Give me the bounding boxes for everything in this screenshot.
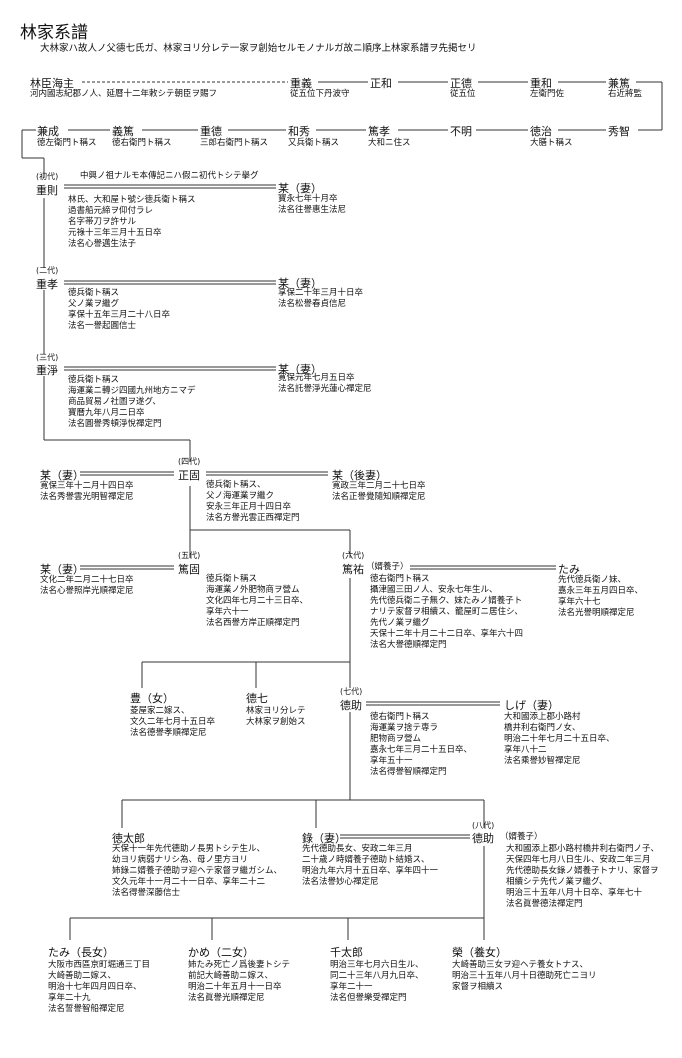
spouse-name: しげ（妻）	[504, 699, 559, 712]
spouse-desc: 寛保元年七月五日卒 法名託譽淨光蓮心禪定尼	[278, 373, 372, 395]
person-desc: 徳兵衛ト稱ス 父ノ業ヲ繼グ 享保十五年三月二十八日卒 法名一譽起圓信士	[68, 288, 171, 332]
person-tag: （婿養子）	[366, 562, 409, 572]
child-name: たみ（長女）	[48, 946, 114, 959]
person-desc: 徳右衛門ト稱ス 攝津國三田ノ人、安永七年生ル、 先代徳兵衛ニ子無ク、妹たみノ婿養…	[370, 574, 524, 651]
ancestor-desc: 大膳ト稱ス	[530, 138, 573, 148]
child-name: かめ（二女）	[188, 946, 254, 959]
ancestor-desc: 右近將監	[608, 89, 643, 99]
ancestor-name: 篤孝	[368, 125, 390, 138]
ancestor-desc: 三郎右衛門ト稱ス	[200, 138, 269, 148]
spouse-desc: 先代德助長女、安政二年三月 二十歳ノ時婿養子德助ト結婚ス、 明治九年六月十五日卒…	[302, 844, 439, 888]
sibling-name: 豊（女）	[130, 692, 174, 705]
spouse-name: 某（後妻）	[332, 469, 387, 482]
person-name: 重則	[36, 184, 58, 197]
person-name: 德助	[472, 832, 494, 845]
person-desc: 徳兵衛ト稱ス 海運業ノ外肥物商ヲ營ム 文化四年七月二十三日卒、 享年六十一 法名…	[206, 574, 309, 629]
ancestor-desc: 大和ニ住ス	[368, 138, 411, 148]
spouse-name: 某（妻）	[40, 563, 84, 576]
sibling-desc: 菱屋家二嫁ス、 文久二年七月十五日卒 法名德譽孝順禪定尼	[130, 706, 216, 739]
ancestor-desc: 又兵衛ト稱ス	[288, 138, 340, 148]
person-tag: （婿養子）	[500, 832, 543, 842]
ancestor-name: 秀智	[608, 125, 630, 138]
person-name: 正固	[178, 469, 200, 482]
generation-label: (六代)	[342, 551, 365, 560]
ancestor-name: 和秀	[288, 125, 310, 138]
page-subtitle: 大林家ハ故人ノ父德七氏ガ、林家ヨリ分レテ一家ヲ創始セルモノナルガ故ニ順序上林家系…	[40, 43, 477, 54]
ancestor-desc: 河内國志紀郡ノ人、延暦十二年敕シテ朝臣ヲ賜フ	[30, 89, 218, 99]
ancestor-name: 正德	[450, 77, 472, 90]
child-desc: 大崎善助三女ヲ迎ヘテ養女トナス、 明治三十五年八月十日德助死亡ニヨリ 家督ヲ相續…	[452, 960, 597, 993]
child-desc: 大阪市西區京町堀通三丁目 大崎善助二嫁ス、 明治十七年四月四日卒、 享年二十九 …	[48, 960, 151, 1015]
sibling-desc: 天保十一年先代德助ノ長男トシテ生ル、 幼ヨリ病弱ナリシ為、母ノ里方ヨリ 姉錄ニ婿…	[112, 844, 283, 899]
ancestor-name: 不明	[450, 125, 472, 138]
ancestor-name: 正和	[370, 77, 392, 90]
ancestor-name: 兼成	[37, 125, 59, 138]
generation-label: (初代)	[36, 172, 59, 181]
ancestor-desc: 従五位	[450, 89, 476, 99]
child-name: 榮（養女）	[452, 946, 507, 959]
spouse-desc: 寛保三年十二月十四日卒 法名秀譽雲光明智禪定尼	[40, 481, 134, 503]
child-desc: 姉たみ死亡ノ爲後妻トシテ 前記大崎善助ニ嫁ス、 明治二十年五月十一日卒 法名眞譽…	[188, 960, 291, 1004]
spouse-name: 某（妻）	[278, 182, 322, 195]
person-name: 德助	[340, 699, 362, 712]
spouse-desc: 先代徳兵衛ノ妹、 嘉永三年五月四日卒、 享年六十七 法名光譽明順禪定尼	[558, 575, 644, 619]
spouse-name: 某（妻）	[40, 469, 84, 482]
person-note: 中興ノ祖ナルモ本傳記ニハ假ニ初代トシテ擧グ	[80, 171, 259, 181]
child-desc: 明治三年七月六日生ル、 同二十三年八月九日卒、 享年二十一 法名但譽樂受禪定門	[330, 960, 424, 1004]
spouse-name: たみ	[558, 563, 580, 576]
person-name: 篤祐	[342, 563, 364, 576]
ancestor-name: 重和	[530, 77, 552, 90]
generation-label: (三代)	[36, 353, 59, 362]
person-desc: 徳兵衛ト稱ス 海運業ニ轉ジ四國九州地方ニマデ 商品貿易ノ社圖ヲ遂グ、 寶曆九年八…	[68, 375, 196, 430]
ancestor-name: 重德	[200, 125, 222, 138]
generation-label: (七代)	[340, 687, 363, 696]
person-desc: 徳兵衛ト稱ス、 父ノ海運業ヲ繼ク 安永三年正月十四日卒 法名方譽光雲正西禪定門	[206, 480, 300, 524]
ancestor-name: 徳治	[530, 125, 552, 138]
page-title: 林家系譜	[20, 23, 88, 43]
child-name: 千太郎	[330, 946, 363, 959]
person-name: 重孝	[36, 278, 58, 291]
sibling-name: 徳太郎	[112, 832, 145, 845]
ancestor-desc: 徳右衛門ト稱ス	[112, 138, 172, 148]
person-desc: 徳右衛門ト稱ス 海運業ヲ捨テ専ラ 肥物商ヲ營ム 嘉永七年三月二十五日卒、 享年五…	[370, 712, 473, 778]
spouse-desc: 寶永七年十月卒 法名往譽惠生法尼	[278, 194, 347, 216]
generation-label: (八代)	[472, 821, 495, 830]
spouse-name: 某（妻）	[278, 277, 322, 290]
sibling-desc: 林家ヨリ分レテ 大林家ヲ創始ス	[246, 706, 306, 728]
ancestor-name: 兼篤	[608, 77, 630, 90]
person-name: 重淨	[36, 364, 58, 377]
person-name: 篤固	[178, 563, 200, 576]
person-desc: 林氏、大和屋ト號シ徳兵衛ト稱ス 過書船元締ヲ仰付ラレ 名字帯刀ヲ許サル 元祿十三…	[68, 195, 196, 250]
ancestor-name: 林臣海主	[30, 77, 74, 90]
spouse-desc: 大和國添上郡小路村 橋井利右衛門ノ女、 明治二十年七月二十五日卒、 享年八十二 …	[504, 712, 615, 767]
spouse-name: 某（妻）	[278, 363, 322, 376]
spouse-desc: 文化二年二月二十七日卒 法名心譽照岸光順禪定尼	[40, 575, 134, 597]
ancestor-desc: 従五位下丹波守	[290, 89, 350, 99]
sibling-name: 德七	[246, 692, 268, 705]
spouse-name: 錄（妻）	[302, 832, 346, 845]
ancestor-name: 重義	[290, 77, 312, 90]
ancestor-desc: 左衛門佐	[530, 89, 565, 99]
generation-label: (五代)	[178, 551, 201, 560]
generation-label: (四代)	[178, 457, 201, 466]
person-desc: 大和國添上郡小路村橋井利右衛門ノ子、 天保四年七月八日生ル、安政二年三月 先代德…	[506, 844, 660, 910]
ancestor-desc: 徳左衛門ト稱ス	[37, 138, 97, 148]
generation-label: (二代)	[36, 266, 59, 275]
spouse-desc: 享保二十年三月十日卒 法名松譽春貞信尼	[278, 288, 364, 310]
ancestor-name: 義篤	[112, 125, 134, 138]
spouse-desc: 寛政三年二月二十七日卒 法名正譽覺隨知順禪定尼	[332, 481, 426, 503]
